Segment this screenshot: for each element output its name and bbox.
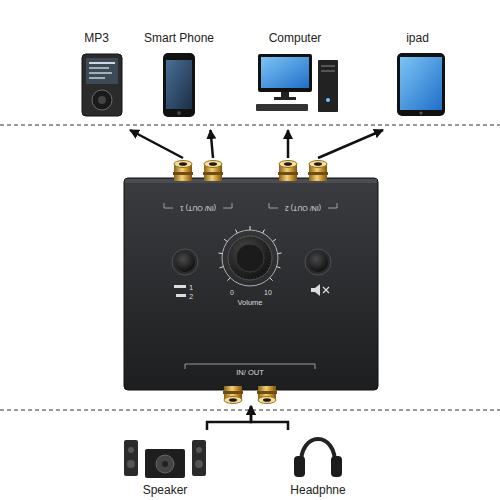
- push-button: [305, 249, 331, 275]
- computer-icon: [256, 54, 338, 112]
- device-label: Speaker: [143, 483, 188, 497]
- device-node: Computer: [245, 28, 345, 130]
- device-node: ipad: [375, 28, 460, 130]
- signal-arrow: [211, 130, 214, 158]
- port-label: IN/ OUT: [236, 369, 264, 377]
- device-node: Speaker: [115, 430, 215, 494]
- rca-jack: [173, 161, 193, 182]
- tablet-icon: [397, 53, 445, 116]
- port-label: (IN/ OUT) 1: [180, 205, 216, 212]
- control-label: Volume: [237, 299, 262, 307]
- switch-box: (IN/ OUT) 1 (IN/ OUT) 2 12 0 10VolumeIN/ OUT: [120, 158, 382, 406]
- selector-number: 1: [189, 284, 193, 292]
- rca-jack: [308, 161, 328, 182]
- device-label: Computer: [269, 31, 322, 45]
- label-bracket: [164, 203, 337, 369]
- mp3-player-icon: [82, 54, 122, 116]
- push-button: [172, 249, 198, 275]
- smartphone-icon: [163, 53, 195, 117]
- rca-jack: [223, 386, 243, 404]
- speaker-icon: [124, 440, 206, 478]
- volume-knob: [218, 226, 281, 286]
- mute-symbol: [311, 284, 329, 296]
- signal-arrow: [287, 130, 290, 158]
- device-label: Smart Phone: [144, 31, 214, 45]
- device-label: Headphne: [290, 483, 345, 497]
- selector-number: 2: [189, 293, 193, 301]
- selector-symbol: [174, 285, 186, 297]
- rca-jack: [278, 161, 298, 182]
- scale-number: 0: [230, 289, 234, 296]
- device-label: MP3: [84, 31, 109, 45]
- scale-number: 10: [264, 289, 272, 296]
- rca-jack: [203, 161, 223, 182]
- signal-arrow: [318, 130, 383, 158]
- signal-arrow: [207, 406, 251, 430]
- rca-jack: [257, 386, 277, 404]
- headphone-icon: [294, 439, 342, 477]
- divider-line: [0, 125, 500, 410]
- signal-arrow: [251, 406, 288, 430]
- port-label: (IN/ OUT) 2: [285, 205, 321, 212]
- device-label: ipad: [406, 31, 429, 45]
- signal-arrow: [130, 130, 183, 158]
- device-node: Headphne: [280, 430, 356, 494]
- device-node: MP3: [55, 28, 138, 130]
- device-node: Smart Phone: [140, 28, 219, 130]
- housing-body: [124, 178, 378, 390]
